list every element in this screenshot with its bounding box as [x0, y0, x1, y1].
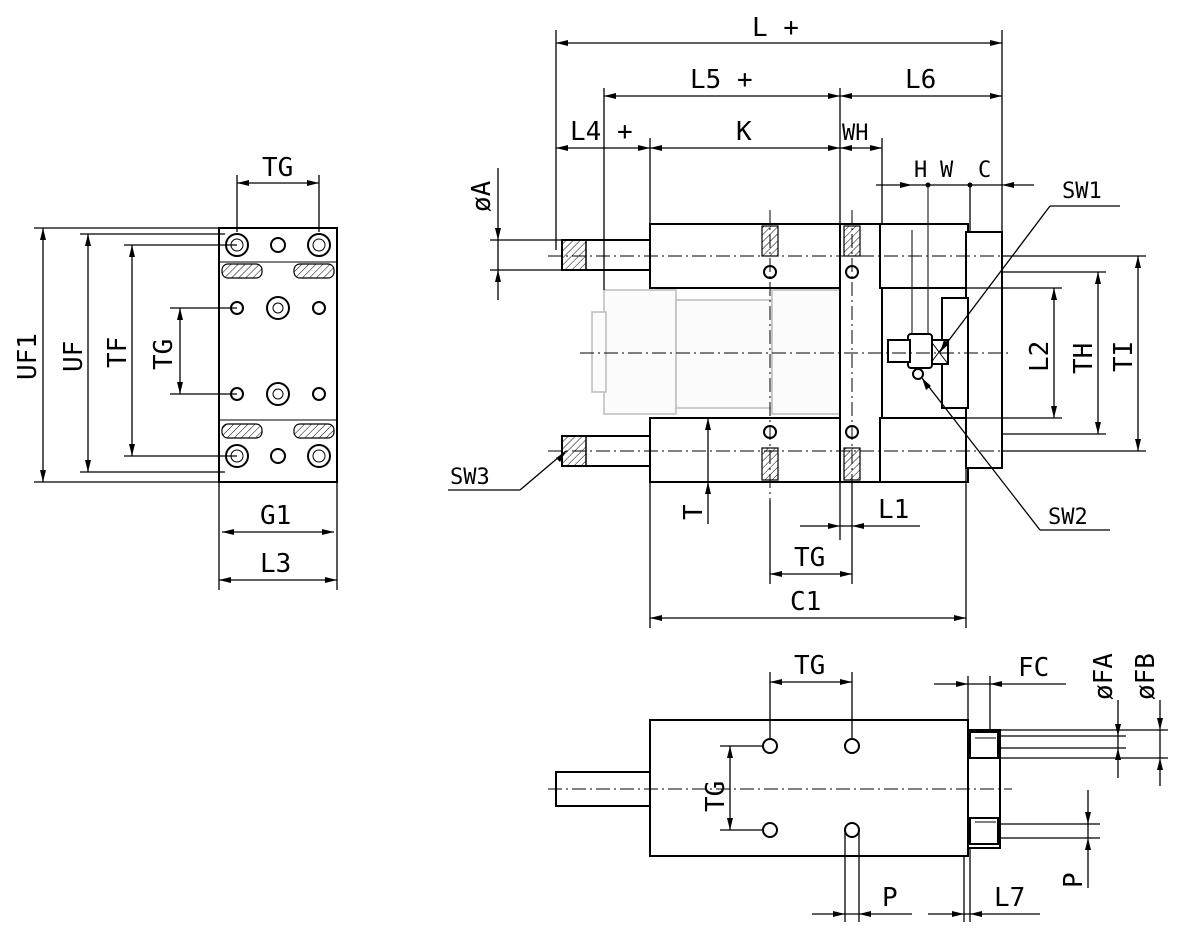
dim-tg-side-left: TG [149, 339, 179, 370]
end-cap [965, 231, 1003, 469]
dim-t: T [679, 504, 709, 520]
dim-p-right: P [1059, 872, 1089, 888]
dim-tg-side-top: TG [262, 153, 293, 183]
dim-phi-fa: øFA [1089, 653, 1119, 700]
dim-p-bottom: P [882, 883, 898, 913]
front-view: L + L5 + L6 L4 + K WH H W C [448, 13, 1146, 628]
dim-c: C [978, 158, 991, 183]
label-sw1: SW1 [1062, 179, 1102, 204]
dim-l5: L5 + [690, 65, 753, 95]
side-view-body [218, 227, 338, 483]
dim-l1: L1 [878, 495, 909, 525]
dim-uf: UF [59, 341, 89, 372]
dim-l2: L2 [1025, 341, 1055, 372]
dim-ti: TI [1109, 341, 1139, 372]
dim-c1: C1 [790, 587, 821, 617]
label-sw3: SW3 [450, 465, 490, 490]
dim-fc: FC [1018, 653, 1049, 683]
dim-tf: TF [103, 337, 133, 368]
dim-tg-bottom-top: TG [794, 651, 825, 681]
dim-h: H [914, 158, 927, 183]
dim-th: TH [1069, 343, 1099, 374]
side-view: TG UF1 UF TF TG G1 [13, 153, 338, 590]
lower-cylinder [649, 417, 843, 483]
dim-l7: L7 [994, 883, 1025, 913]
dim-l3: L3 [260, 549, 291, 579]
dim-uf1: UF1 [13, 333, 43, 380]
bottom-view: TG TG FC øFA øFB P [548, 651, 1168, 922]
dim-k: K [736, 117, 752, 147]
dim-tg-front: TG [794, 543, 825, 573]
dim-l6: L6 [905, 65, 936, 95]
dim-g1: G1 [260, 501, 291, 531]
dim-tg-bottom-left: TG [701, 781, 731, 812]
dim-phi-a: øA [467, 180, 497, 212]
side-view-bolt-holes [225, 233, 331, 468]
dim-l4: L4 + [570, 117, 633, 147]
dim-w: W [940, 158, 954, 183]
dim-wh: WH [842, 121, 869, 146]
dim-phi-fb: øFB [1131, 653, 1161, 700]
dim-l: L + [752, 13, 799, 43]
bottom-cylinder-body [649, 719, 969, 857]
label-sw2: SW2 [1048, 505, 1088, 530]
